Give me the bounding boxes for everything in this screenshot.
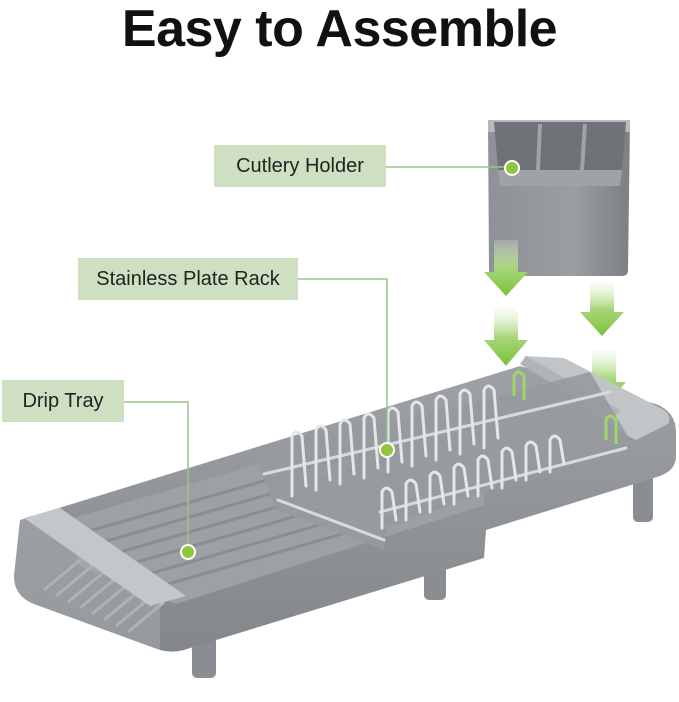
drip-tray-dot [180,544,196,560]
plate-rack-label: Stainless Plate Rack [78,258,298,300]
stainless-plate-rack [256,370,630,550]
page-title: Easy to Assemble [121,0,558,58]
cutlery-holder-label: Cutlery Holder [214,145,386,187]
cutlery-holder-dot [504,160,520,176]
cutlery-holder [488,120,630,276]
plate-rack-dot [379,442,395,458]
drip-tray-label: Drip Tray [2,380,124,422]
